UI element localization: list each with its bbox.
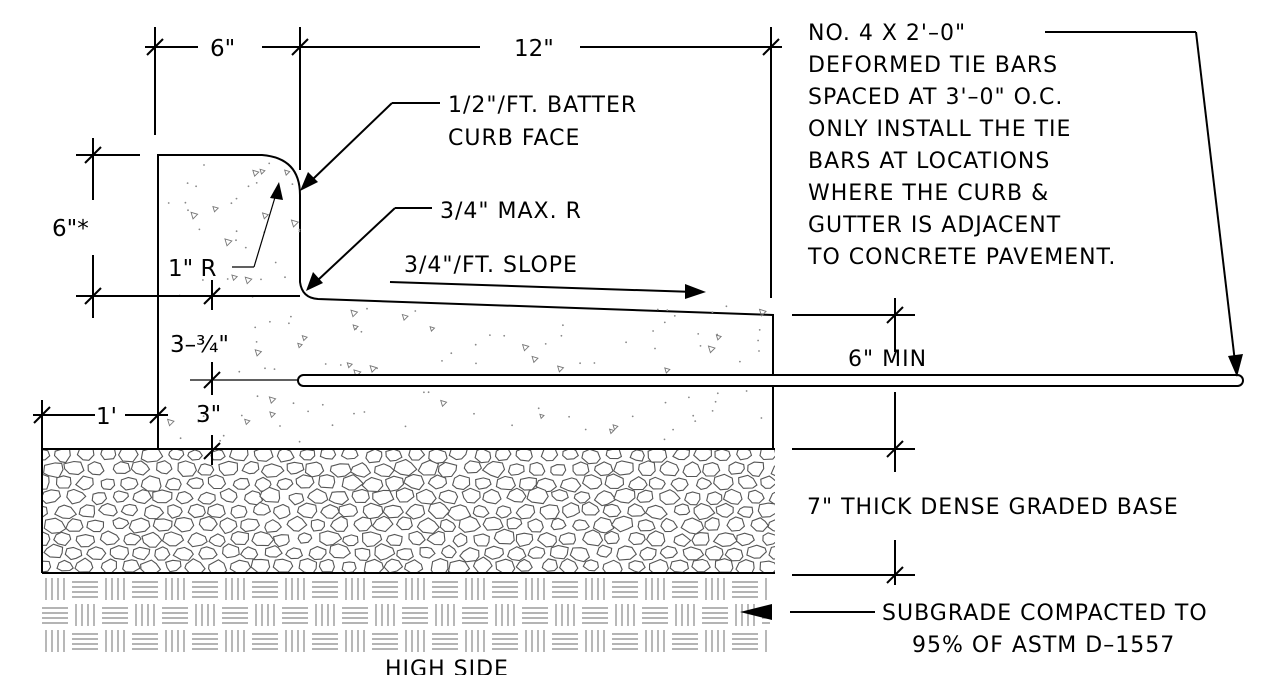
tie-bar-notes: NO. 4 X 2'–0" DEFORMED TIE BARS SPACED A…: [807, 21, 1116, 270]
aggregate-base-layer: [41, 448, 775, 574]
dim-1-ft: 1': [96, 404, 117, 430]
dim-1-radius: 1" R: [168, 256, 217, 282]
tie-note-line: WHERE THE CURB &: [808, 181, 1049, 206]
subgrade-hatch: [42, 578, 770, 652]
tie-note-line: TO CONCRETE PAVEMENT.: [807, 245, 1116, 270]
tick-icon: [146, 38, 164, 56]
bottom-cut-label: HIGH SIDE: [385, 657, 509, 675]
batter-label-1: 1/2"/FT. BATTER: [448, 93, 637, 118]
tie-note-line: NO. 4 X 2'–0": [808, 21, 966, 46]
tie-bar: [297, 374, 1244, 387]
dim-6-star: 6"*: [52, 216, 89, 242]
tie-note-line: SPACED AT 3'–0" O.C.: [808, 85, 1063, 110]
tie-note-line: ONLY INSTALL THE TIE: [808, 117, 1071, 142]
subgrade-label-2: 95% OF ASTM D–1557: [912, 633, 1175, 658]
concrete-curb-body: [157, 154, 774, 450]
min-6-label: 6" MIN: [848, 347, 927, 372]
drawing-labels: 6" 12" 6"* 1" R 3–¾" 1' 3" 1/2"/FT. BATT…: [52, 21, 1208, 675]
dim-3-34: 3–¾": [170, 332, 229, 358]
tie-note-line: BARS AT LOCATIONS: [808, 149, 1050, 174]
batter-label-2: CURB FACE: [448, 126, 580, 151]
tie-note-line: GUTTER IS ADJACENT: [808, 213, 1061, 238]
leader-lines: [232, 31, 1243, 620]
arrowhead-icon: [300, 172, 318, 191]
dimension-lines: [33, 27, 915, 585]
base-label: 7" THICK DENSE GRADED BASE: [807, 495, 1179, 520]
max-radius-label: 3/4" MAX. R: [440, 199, 582, 224]
slope-label: 3/4"/FT. SLOPE: [404, 253, 578, 278]
dim-12-top: 12": [514, 36, 554, 62]
subgrade-label-1: SUBGRADE COMPACTED TO: [882, 601, 1208, 626]
tie-note-line: DEFORMED TIE BARS: [808, 53, 1058, 78]
dim-3: 3": [196, 402, 221, 428]
dim-6-top: 6": [210, 36, 235, 62]
